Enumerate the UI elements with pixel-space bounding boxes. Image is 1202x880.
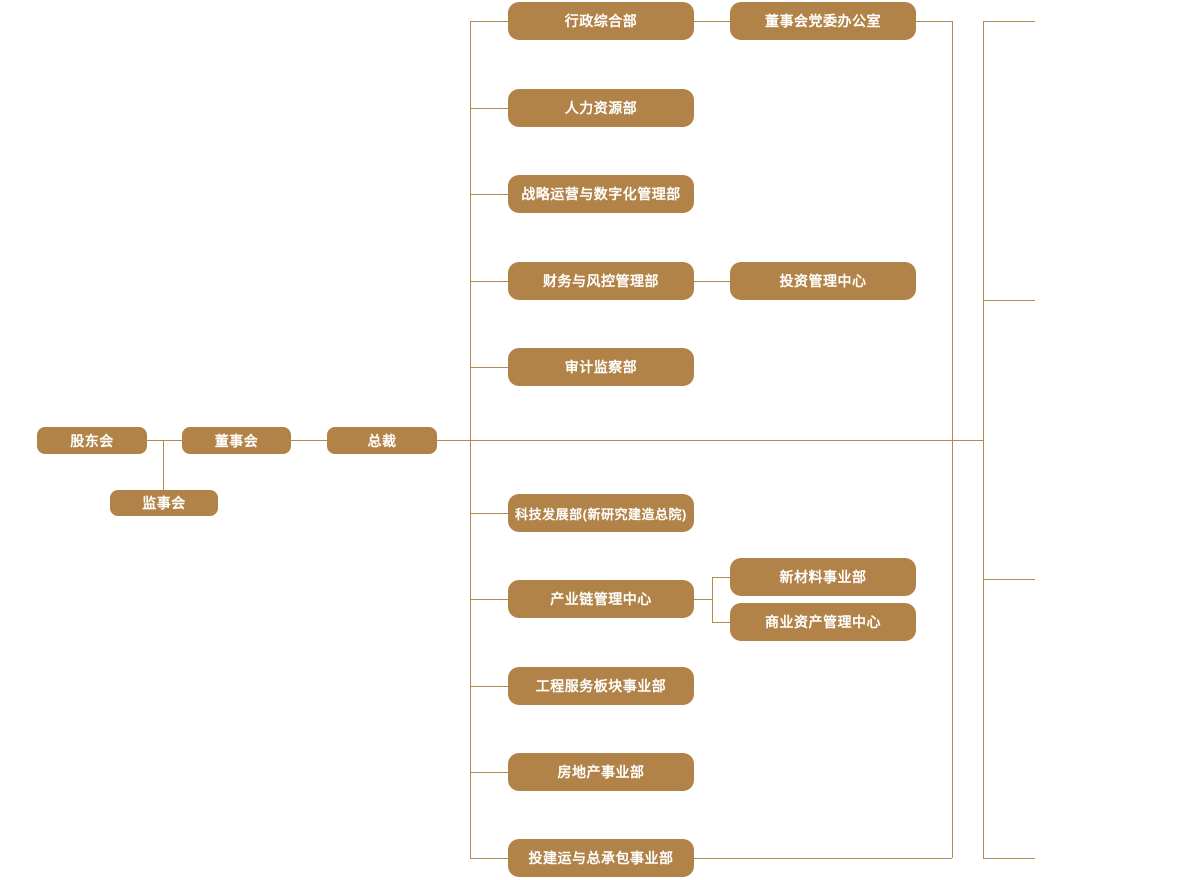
connector-admin-party-office	[694, 21, 730, 22]
connector-bracket-commercial-assets	[712, 622, 730, 623]
connector-finance-investment	[694, 281, 730, 282]
node-new-materials-division: 新材料事业部	[730, 558, 916, 596]
node-president: 总裁	[327, 427, 437, 454]
connector-stub-audit	[470, 367, 508, 368]
connector-board-president	[291, 440, 327, 441]
node-admin-general-dept: 行政综合部	[508, 2, 694, 40]
connector-shareholders-board	[147, 440, 182, 441]
connector-right-spine-inner	[952, 21, 953, 858]
connector-stub-real-estate	[470, 772, 508, 773]
connector-right-stub-4	[983, 858, 1035, 859]
node-hr-dept: 人力资源部	[508, 89, 694, 127]
connector-stub-finance	[470, 281, 508, 282]
connector-bracket-new-materials	[712, 577, 730, 578]
node-audit-supervision-dept: 审计监察部	[508, 348, 694, 386]
connector-industry-chain-bracket	[712, 577, 713, 623]
node-board-of-directors: 董事会	[182, 427, 291, 454]
node-industry-chain-center: 产业链管理中心	[508, 580, 694, 618]
node-strategy-digital-dept: 战略运营与数字化管理部	[508, 175, 694, 213]
connector-stub-admin	[470, 21, 508, 22]
connector-stub-strategy	[470, 194, 508, 195]
node-shareholders-meeting: 股东会	[37, 427, 147, 454]
connector-industry-chain-bracket-stem	[694, 599, 712, 600]
node-commercial-assets-center: 商业资产管理中心	[730, 603, 916, 641]
connector-president-trunk	[437, 440, 983, 441]
connector-right-stub-1	[983, 21, 1035, 22]
connector-stub-invest-build	[470, 858, 508, 859]
connector-right-stub-3	[983, 579, 1035, 580]
node-supervisory-board: 监事会	[110, 490, 218, 516]
node-invest-build-operate-epc-division: 投建运与总承包事业部	[508, 839, 694, 877]
connector-right-spine-outer	[983, 21, 984, 858]
connector-stub-industry-chain	[470, 599, 508, 600]
connector-shareholders-supervisory	[163, 441, 164, 490]
node-investment-management-center: 投资管理中心	[730, 262, 916, 300]
connector-stub-engineering	[470, 686, 508, 687]
connector-party-office-right-spine	[916, 21, 952, 22]
connector-stub-tech	[470, 513, 508, 514]
connector-invest-build-right-spine	[694, 858, 952, 859]
connector-right-stub-2	[983, 300, 1035, 301]
node-board-party-committee-office: 董事会党委办公室	[730, 2, 916, 40]
node-engineering-services-division: 工程服务板块事业部	[508, 667, 694, 705]
connector-stub-hr	[470, 108, 508, 109]
connector-mid-spine	[470, 21, 471, 858]
node-real-estate-division: 房地产事业部	[508, 753, 694, 791]
node-finance-risk-dept: 财务与风控管理部	[508, 262, 694, 300]
node-tech-development-dept: 科技发展部(新研究建造总院)	[508, 494, 694, 532]
